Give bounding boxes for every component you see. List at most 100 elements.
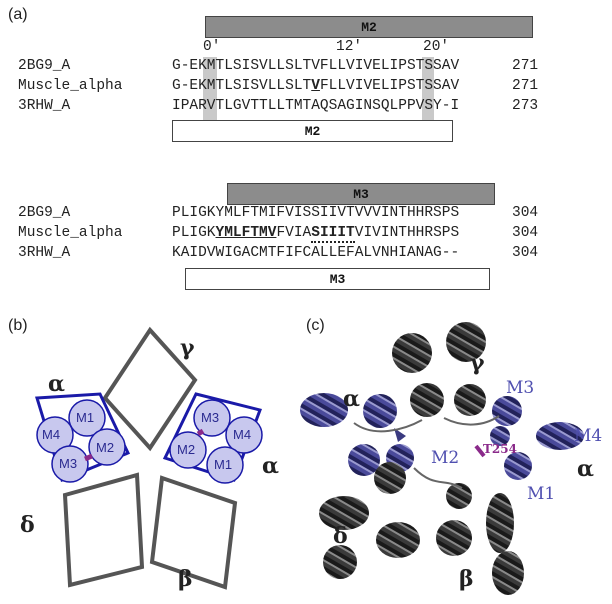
helix-coil [363,394,397,428]
helix-label: M4 [233,427,252,442]
m2-top-bar: M2 [205,16,533,38]
helix-coil [300,393,348,427]
helix-coil [486,493,514,553]
helix-coil [504,452,532,480]
helix-label: M3 [59,456,78,471]
delta-subunit-diamond [62,472,145,588]
sequence-end: 304 [512,205,539,221]
position-label-0: 0′ [203,39,221,55]
alignment-row: 3RHW_A IPARVTLGVTTLLTMTAQSAGINSQLPPVSY-I… [18,98,538,118]
helix-coil [376,522,420,558]
alpha-right-label: α [577,456,594,482]
beta-label: β [459,566,474,592]
m1-structure-label: M1 [527,484,556,504]
helix-label: M2 [96,440,115,455]
helix-label: M3 [201,410,220,425]
sequence-end: 304 [512,245,539,261]
alpha-right-helices [490,396,584,480]
panel-a-label: (a) [8,6,28,23]
loop-strands [353,415,500,489]
beta-subunit-diamond [149,475,238,590]
helix-coil [446,322,486,362]
helix-circle [225,416,263,454]
m3-alignment: 2BG9_A PLIGKYMLFTMIFVISSIIVTVVVINTHHRSPS… [18,205,538,265]
sequence-name: 3RHW_A [18,245,71,261]
m2-alignment: 2BG9_A G-EKMTLSISVLLSLTVFLLVIVELIPSTSSAV… [18,58,538,118]
position-label-20: 20′ [423,39,450,55]
helix-label: M1 [76,410,95,425]
helix-circle [193,399,231,437]
position-label-12: 12′ [336,39,363,55]
helix-coil [323,545,357,579]
helix-circle [51,445,89,483]
helix-coil [319,496,369,530]
helix-label: M4 [42,427,61,442]
helix-coil [436,520,472,556]
helix-coil [490,426,510,446]
t254-label: T254 [483,442,517,456]
sequence: KAIDVWIGACMTFIFCALLEFALVNHIANAG-- [172,245,460,261]
beta-label: β [178,566,193,592]
helix-coil [446,483,472,509]
pentamer-schematic [35,326,263,590]
t254-residue-marker [474,444,486,458]
m3-bottom-bar: M3 [185,268,490,290]
delta-helices [319,462,420,579]
alpha-left-label: α [48,371,65,397]
sequence-name: 2BG9_A [18,58,71,74]
alpha-left-label: α [343,386,360,412]
helix-coil [492,396,522,426]
m2-m3-link [196,428,205,437]
helix-wedge [394,428,406,442]
helix-circle [88,428,126,466]
sequence: PLIGKYMLFTMIFVISSIIVTVVVINTHHRSPS [172,205,460,221]
alignment-row: 2BG9_A PLIGKYMLFTMIFVISSIIVTVVVINTHHRSPS… [18,205,538,225]
sequence-name: 3RHW_A [18,98,71,114]
alignment-row: Muscle_alpha PLIGKYMLFTMVFVIASIIITVIVINT… [18,225,538,245]
underlined-segment: YMLFTMV [215,225,277,241]
m2-m3-link [84,453,93,462]
dotted-underlined-segment: SIIIT [311,225,355,243]
delta-label: δ [333,523,348,549]
sequence-muscle-m2: G-EKMTLSISVLLSLTVFLLVIVELIPSTSSAV [172,78,460,94]
alpha-right-helices [169,399,263,484]
sequence: G-EKMTLSISVLLSLTVFLLVIVELIPSTSSAV [172,58,460,74]
sequence-name: Muscle_alpha [18,225,123,241]
helix-label: M1 [214,457,233,472]
m4-structure-label: M4 [574,426,603,446]
beta-helices [436,483,524,595]
helix-circle [169,431,207,469]
m3-structure-label: M3 [506,378,535,398]
sequence-name: Muscle_alpha [18,78,123,94]
helix-circle [206,446,244,484]
sequence-end: 271 [512,58,539,74]
alignment-row: 2BG9_A G-EKMTLSISVLLSLTVFLLVIVELIPSTSSAV… [18,58,538,78]
helix-coil [492,551,524,595]
helix-circle [68,399,106,437]
pentamer-structure [300,322,584,595]
highlight-column-20 [422,57,434,121]
helix-coil [374,462,406,494]
underlined-residue: V [311,78,320,94]
sequence-end: 271 [512,78,539,94]
helix-coil [536,422,584,450]
sequence-muscle-m3: PLIGKYMLFTMVFVIASIIITVIVINTHHRSPS [172,225,460,243]
m3-top-bar: M3 [227,183,495,205]
helix-coil [392,333,432,373]
helix-label: M2 [177,442,196,457]
m2-bottom-bar: M2 [172,120,453,142]
gamma-helices [392,322,486,417]
panel-b-label: (b) [8,317,28,334]
alignment-row: 3RHW_A KAIDVWIGACMTFIFCALLEFALVNHIANAG--… [18,245,538,265]
sequence-end: 273 [512,98,539,114]
sequence: IPARVTLGVTTLLTMTAQSAGINSQLPPVSY-I [172,98,460,114]
sequence-name: 2BG9_A [18,205,71,221]
helix-coil [454,384,486,416]
sequence-end: 304 [512,225,539,241]
helix-coil [348,444,380,476]
alignment-row: Muscle_alpha G-EKMTLSISVLLSLTVFLLVIVELIP… [18,78,538,98]
gamma-label: γ [180,335,195,361]
panel-c-label: (c) [306,317,325,334]
alpha-left-helices [36,399,126,483]
gamma-subunit-diamond [102,326,198,452]
